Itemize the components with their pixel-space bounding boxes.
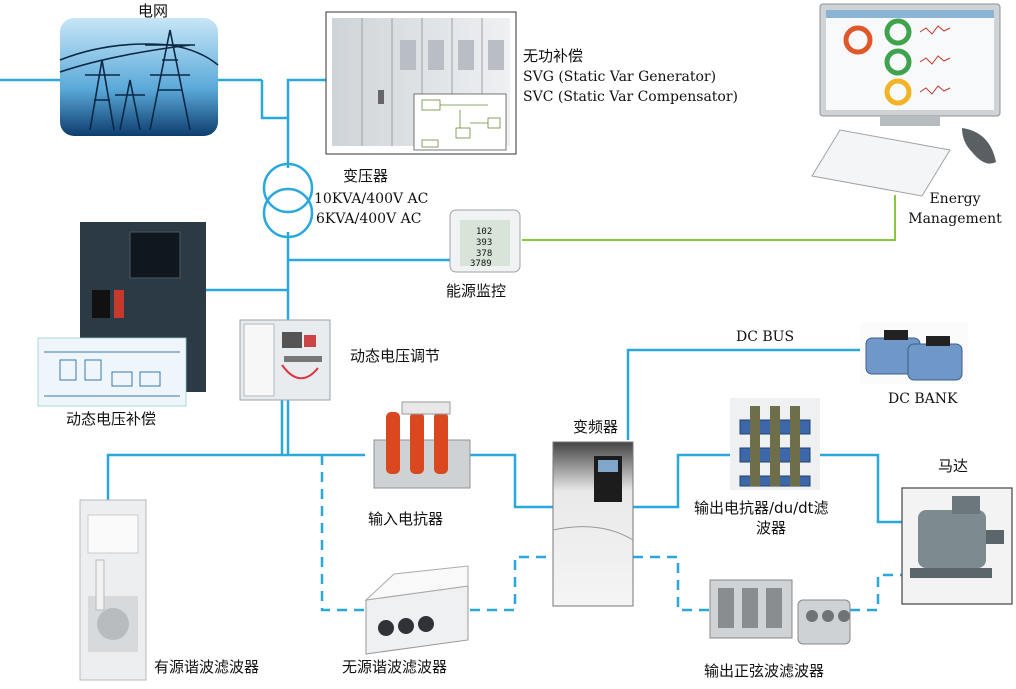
label-grid: 电网 [138, 2, 169, 20]
label-transformer-spec-2: 6KVA/400V AC [316, 211, 422, 227]
line-reactor-to-vfd [470, 453, 553, 509]
label-energy-monitor: 能源监控 [446, 282, 507, 300]
dashed-lines [320, 455, 902, 612]
label-output-reactor-1: 输出电抗器/du/dt滤 [694, 499, 829, 517]
label-transformer: 变压器 [343, 167, 389, 185]
line-vfd-output [633, 453, 730, 509]
meter-reading-1: 102 [476, 227, 492, 237]
motor-image [901, 487, 1013, 605]
label-energy-management-1: Energy [929, 191, 981, 207]
passive-filter-image [364, 565, 469, 655]
input-reactor-image [373, 401, 471, 489]
line-dc-bus [626, 348, 860, 440]
meter-reading-4: 3789 [470, 259, 492, 269]
transformer-symbol [262, 162, 314, 239]
label-sine-filter: 输出正弦波滤波器 [704, 662, 825, 680]
dynamic-voltage-compensator-image [37, 222, 206, 407]
label-active-filter: 有源谐波滤波器 [154, 658, 260, 676]
sine-filter-image [709, 579, 851, 645]
label-vfd: 变频器 [573, 418, 619, 436]
line-main-horizontal [106, 453, 365, 610]
line-sine-filter-in [633, 555, 710, 612]
label-energy-management-2: Management [908, 211, 1002, 227]
label-svg: SVG (Static Var Generator) [523, 69, 717, 85]
vfd-image [552, 441, 634, 607]
svg-cabinet-image [325, 11, 517, 155]
label-dynamic-voltage-compensation: 动态电压补偿 [66, 410, 157, 428]
active-filter-image [79, 499, 147, 681]
line-passive-to-vfd [470, 555, 553, 612]
line-svg-connection [260, 78, 326, 120]
label-passive-filter: 无源谐波滤波器 [342, 658, 448, 676]
dynamic-voltage-regulator-image [239, 319, 331, 401]
label-svc: SVC (Static Var Compensator) [523, 89, 739, 105]
output-reactor-image [730, 398, 820, 490]
label-transformer-spec-1: 10KVA/400V AC [314, 191, 429, 207]
energy-meter-image: 102 393 378 3789 [449, 209, 521, 273]
energy-management-computer [811, 3, 1001, 197]
meter-reading-3: 378 [476, 249, 492, 259]
label-motor: 马达 [938, 457, 969, 475]
dc-bank-image [860, 322, 968, 384]
label-output-reactor-2: 波器 [756, 519, 787, 537]
line-energy-mgmt [522, 195, 896, 241]
label-reactive-compensation: 无功补偿 [523, 47, 584, 65]
meter-reading-2: 393 [476, 238, 492, 248]
line-output-to-motor [820, 453, 902, 524]
label-dynamic-voltage-regulation: 动态电压调节 [350, 347, 441, 365]
label-dc-bus: DC BUS [736, 329, 795, 345]
grid-image [59, 18, 219, 136]
line-sine-filter-out [850, 573, 902, 612]
label-dc-bank: DC BANK [888, 391, 958, 407]
label-input-reactor: 输入电抗器 [368, 510, 444, 528]
line-passive-filter [320, 455, 368, 612]
